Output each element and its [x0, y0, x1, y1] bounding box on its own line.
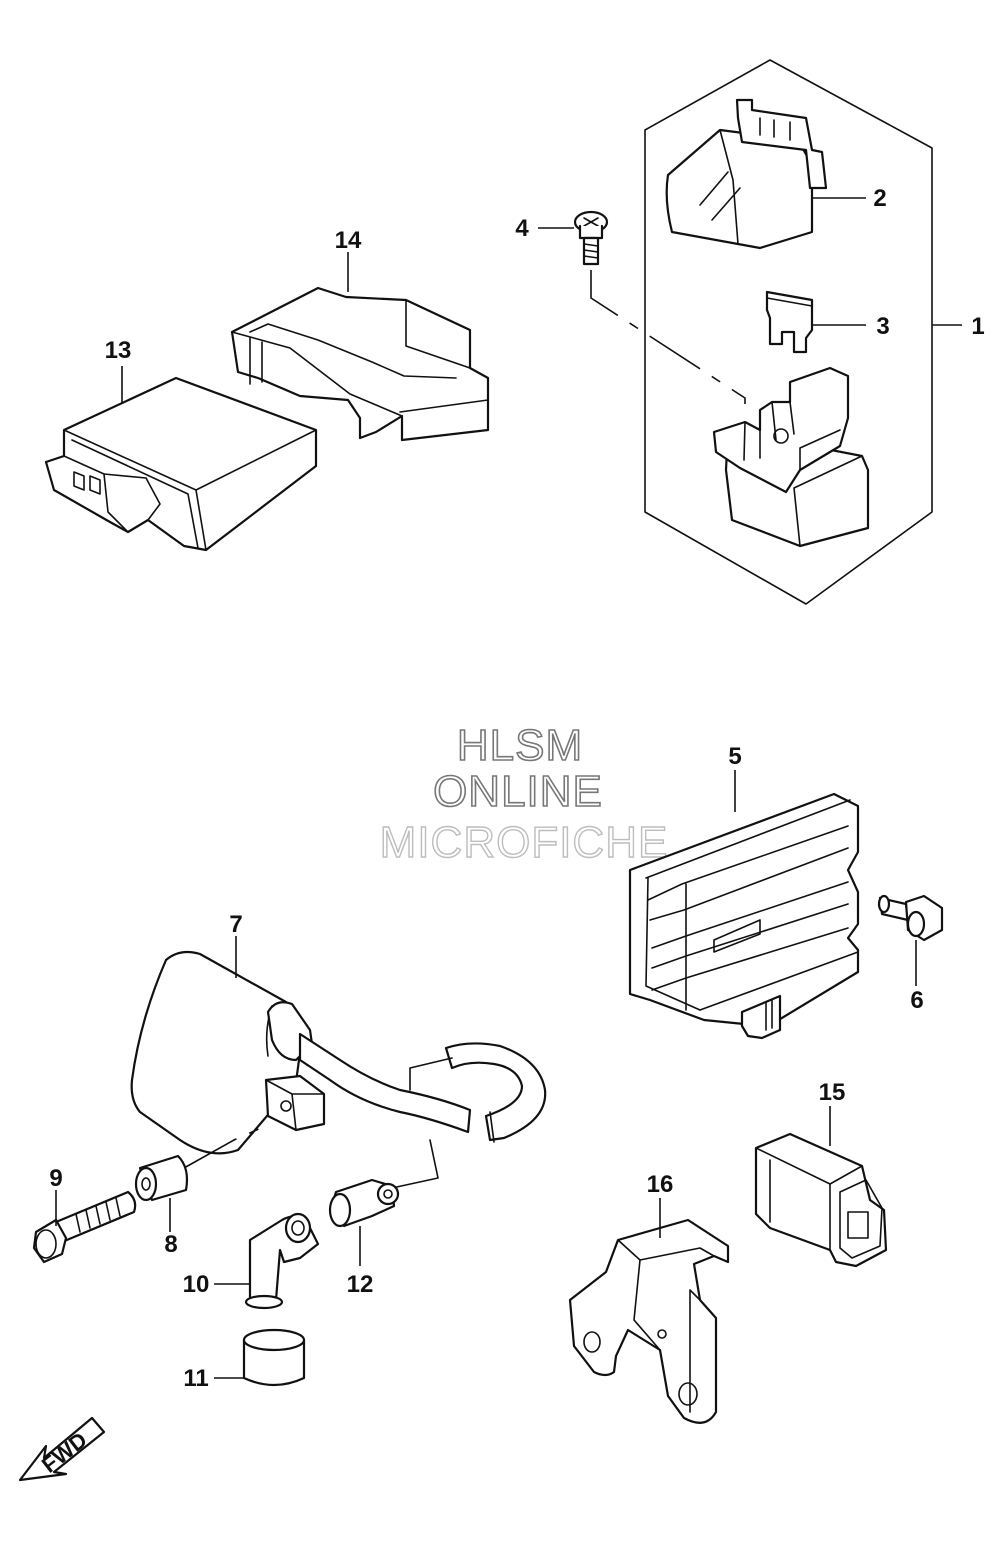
regulator-rectifier-part: [628, 792, 860, 1040]
callout-15: 15: [819, 1079, 846, 1106]
callout-12: 12: [347, 1271, 374, 1298]
bracket-part-16: [568, 1218, 730, 1424]
callout-11: 11: [183, 1365, 208, 1392]
callout-1: 1: [971, 313, 984, 340]
callout-7: 7: [229, 911, 242, 938]
ecm-part: [44, 376, 318, 552]
watermark-line2: ONLINE: [433, 767, 603, 816]
callout-10: 10: [183, 1271, 210, 1298]
callout-5: 5: [728, 743, 741, 770]
ecm-case-part: [230, 286, 490, 442]
assembly-group-outline: [644, 59, 933, 605]
watermark: HLSM ONLINE MICROFICHE: [379, 720, 669, 868]
watermark-line1: HLSM: [457, 721, 583, 770]
screw-part-4: [573, 210, 609, 266]
ignition-coil-part: [130, 950, 547, 1155]
callout-13: 13: [105, 337, 132, 364]
callout-6: 6: [910, 987, 923, 1014]
callout-14: 14: [335, 227, 362, 254]
collar-part-8: [134, 1154, 189, 1202]
callout-2: 2: [873, 185, 886, 212]
screw-install-line: [590, 270, 746, 404]
fuse-part: [765, 290, 814, 354]
connector-part-15: [754, 1132, 888, 1268]
callout-8: 8: [164, 1231, 177, 1258]
starter-relay-part: [712, 366, 870, 548]
relay-cover-part: [665, 98, 828, 250]
coil-install-line: [183, 1123, 271, 1169]
watermark-line3: MICROFICHE: [380, 818, 669, 867]
callout-4: 4: [515, 215, 529, 242]
seal-part-11: [242, 1328, 306, 1387]
plug-cap-part-12: [328, 1178, 400, 1228]
bolt-part-9: [32, 1190, 137, 1264]
forward-arrow-icon: FWD: [18, 1416, 106, 1482]
callout-numbers: 1 2 3 4 5 6 7 8 9 10 11 12 13 14 15 16: [49, 185, 984, 1392]
cap-install-line: [391, 1139, 439, 1189]
callout-16: 16: [647, 1171, 674, 1198]
callout-9: 9: [49, 1165, 62, 1192]
callout-3: 3: [876, 313, 889, 340]
plug-cap-part-10: [244, 1212, 320, 1310]
bolt-part-6: [877, 894, 944, 942]
